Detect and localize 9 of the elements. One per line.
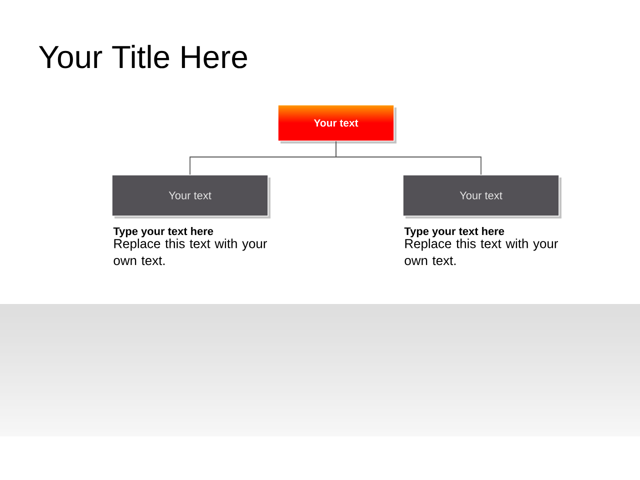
header-box: Your text — [278, 104, 396, 144]
heading-text: Type your text here — [404, 227, 504, 238]
connector-line — [336, 140, 482, 176]
text-box: Your text — [402, 174, 562, 218]
text-box: Your text — [112, 174, 270, 218]
body-text: Replace this text with your own text. — [114, 238, 267, 266]
body-text: Replace this text with your own text. — [404, 238, 558, 266]
title: Your Title Here — [38, 44, 247, 68]
heading-text: Type your text here — [113, 227, 214, 238]
